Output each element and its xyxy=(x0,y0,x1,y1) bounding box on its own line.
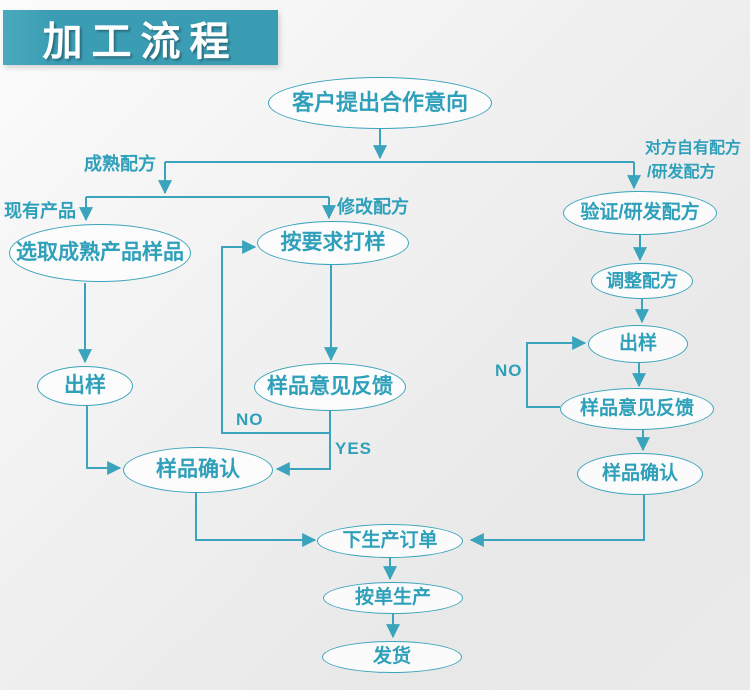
label-own-formula-line1: 对方自有配方 xyxy=(645,140,742,157)
node-label: 样品意见反馈 xyxy=(267,374,393,398)
node-label: 下生产订单 xyxy=(342,530,438,552)
node-sample-feedback-right: 样品意见反馈 xyxy=(560,388,714,430)
node-ship: 发货 xyxy=(322,641,462,673)
node-label: 发货 xyxy=(372,646,411,668)
node-verify-develop-formula: 验证/研发配方 xyxy=(563,191,717,235)
node-label: 出样 xyxy=(64,373,106,397)
node-produce-sample-left: 出样 xyxy=(37,366,133,406)
node-label: 调整配方 xyxy=(606,270,678,291)
edge-no-loop-right xyxy=(526,336,587,408)
node-label: 按要求打样 xyxy=(280,230,386,254)
node-sample-on-request: 按要求打样 xyxy=(257,221,409,265)
page-title: 加工流程 xyxy=(3,10,278,65)
node-label: 样品确认 xyxy=(156,457,240,481)
edge-confirm-right-to-order xyxy=(469,495,645,547)
label-existing-product: 现有产品 xyxy=(4,201,76,221)
node-adjust-formula: 调整配方 xyxy=(591,263,693,299)
node-sample-feedback-mid: 样品意见反馈 xyxy=(254,363,406,411)
page-title-text: 加工流程 xyxy=(42,18,239,64)
label-yes-mid: YES xyxy=(335,439,373,458)
node-label: 样品确认 xyxy=(601,463,678,485)
node-label: 客户提出合作意向 xyxy=(291,90,468,116)
edge-chuyang-to-confirm-left xyxy=(86,406,122,475)
node-select-mature-sample: 选取成熟产品样品 xyxy=(9,224,191,282)
edge-no-loop-mid xyxy=(221,240,330,434)
node-produce-sample-right: 出样 xyxy=(588,325,688,363)
node-produce-per-order: 按单生产 xyxy=(323,582,463,614)
node-place-production-order: 下生产订单 xyxy=(317,524,463,558)
node-customer-intent: 客户提出合作意向 xyxy=(268,77,492,129)
label-mature-formula: 成熟配方 xyxy=(84,154,156,174)
label-modify-formula: 修改配方 xyxy=(337,197,409,217)
node-label: 出样 xyxy=(618,333,657,355)
label-no-right: NO xyxy=(495,361,523,380)
edge-yes-to-confirm-left xyxy=(275,411,331,476)
node-label: 选取成熟产品样品 xyxy=(16,240,184,264)
node-sample-confirm-right: 样品确认 xyxy=(577,453,703,495)
node-label: 样品意见反馈 xyxy=(579,398,694,420)
node-label: 验证/研发配方 xyxy=(580,202,700,224)
label-no-mid: NO xyxy=(236,410,264,429)
edge-confirm-left-to-order xyxy=(195,493,317,547)
node-label: 按单生产 xyxy=(354,587,431,609)
node-sample-confirm-left: 样品确认 xyxy=(123,447,273,493)
label-own-formula-line2: /研发配方 xyxy=(647,164,716,181)
